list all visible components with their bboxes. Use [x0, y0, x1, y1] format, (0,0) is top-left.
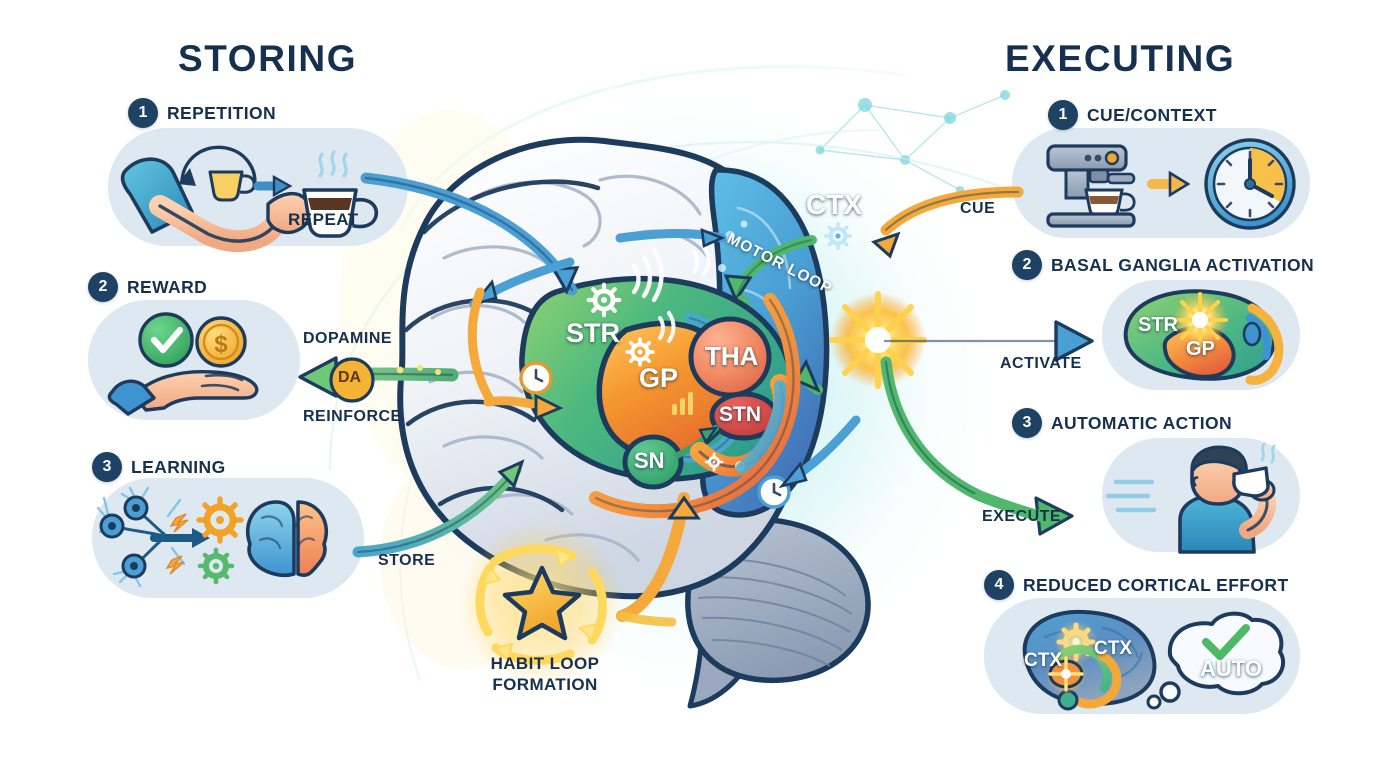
brain-region-label-ctx: CTX [806, 189, 862, 220]
step-head-reward: 2 REWARD [88, 272, 207, 302]
hand-holding-coffee-repeat-icon [120, 145, 379, 253]
dopamine-da-badge-label: DA [338, 369, 362, 386]
brain-region-label-stn: STN [719, 403, 761, 426]
flow-label-cue: CUE [960, 200, 996, 217]
step-badge-1-storing: 1 [128, 98, 158, 128]
step-badge-2-storing: 2 [88, 272, 118, 302]
section-title-storing: STORING [178, 38, 358, 79]
brain-region-label-str: STR [566, 318, 620, 348]
step-label-learning: LEARNING [131, 456, 226, 477]
step-head-repetition: 1 REPETITION [128, 98, 276, 128]
step-badge-4-executing: 4 [984, 570, 1014, 600]
step-label-automatic-action: AUTOMATIC ACTION [1051, 412, 1233, 433]
step-label-reduced-cortical-effort: REDUCED CORTICAL EFFORT [1023, 574, 1289, 595]
brain-region-label-sn: SN [634, 448, 665, 473]
panel-label-ctx-right: CTX [1094, 638, 1132, 659]
panel-label-auto: AUTO [1200, 656, 1262, 681]
step-label-cue-context: CUE/CONTEXT [1087, 104, 1217, 125]
step-head-automatic-action: 3 AUTOMATIC ACTION [1012, 408, 1232, 438]
step-label-reward: REWARD [127, 276, 208, 297]
step-head-cue-context: 1 CUE/CONTEXT [1048, 100, 1217, 130]
neurons-gears-brain-icon [96, 486, 329, 588]
card-automatic-action[interactable] [1102, 438, 1300, 554]
step-badge-3-storing: 3 [92, 452, 122, 482]
habit-loop-caption-line1: HABIT LOOP [490, 654, 600, 673]
habit-loop-caption-line2: FORMATION [492, 674, 598, 694]
panel-label-ctx-left: CTX [1024, 650, 1062, 671]
card-reduced-cortical-effort[interactable]: CTX CTX AUTO [984, 598, 1300, 714]
step-head-basal-ganglia-activation: 2 BASAL GANGLIA ACTIVATION [1012, 250, 1314, 280]
panel-label-str: STR [1138, 314, 1178, 336]
step-badge-2-executing: 2 [1012, 250, 1042, 280]
brain-auto-thought-bubble-icon [1022, 609, 1286, 711]
open-hand-check-coin-icon: $ [107, 312, 259, 416]
card-reward[interactable]: $ [88, 300, 300, 420]
section-title-executing: EXECUTING [1005, 38, 1236, 79]
panel-label-gp: GP [1186, 338, 1215, 360]
person-drinking-coffee-icon [1105, 442, 1276, 554]
espresso-machine-clock-icon [1046, 138, 1296, 230]
flow-label-dopamine: DOPAMINE [303, 330, 393, 347]
step-label-basal-ganglia-activation: BASAL GANGLIA ACTIVATION [1051, 254, 1315, 275]
card-repetition[interactable]: REPEAT [108, 128, 408, 253]
brain-region-label-gp: GP [639, 363, 679, 393]
card-cue-context[interactable] [1012, 128, 1310, 238]
step-head-learning: 3 LEARNING [92, 452, 226, 482]
card-basal-ganglia-activation[interactable]: STR GP [1102, 280, 1300, 390]
card-caption-repeat: REPEAT [288, 210, 359, 229]
flow-label-store: STORE [378, 552, 436, 569]
step-head-reduced-cortical-effort: 4 REDUCED CORTICAL EFFORT [984, 570, 1289, 600]
flow-label-reinforce: REINFORCE [303, 408, 402, 425]
flow-label-activate: ACTIVATE [1000, 355, 1082, 372]
card-learning[interactable] [92, 478, 364, 598]
step-badge-3-executing: 3 [1012, 408, 1042, 438]
step-label-repetition: REPETITION [167, 102, 277, 123]
brain-region-label-tha: THA [705, 341, 759, 371]
step-badge-1-executing: 1 [1048, 100, 1078, 130]
habit-loop-caption: HABIT LOOP FORMATION [456, 654, 634, 695]
svg-text:$: $ [214, 331, 228, 358]
basal-ganglia-spark-icon [1123, 289, 1284, 385]
flow-label-execute: EXECUTE [982, 508, 1062, 525]
